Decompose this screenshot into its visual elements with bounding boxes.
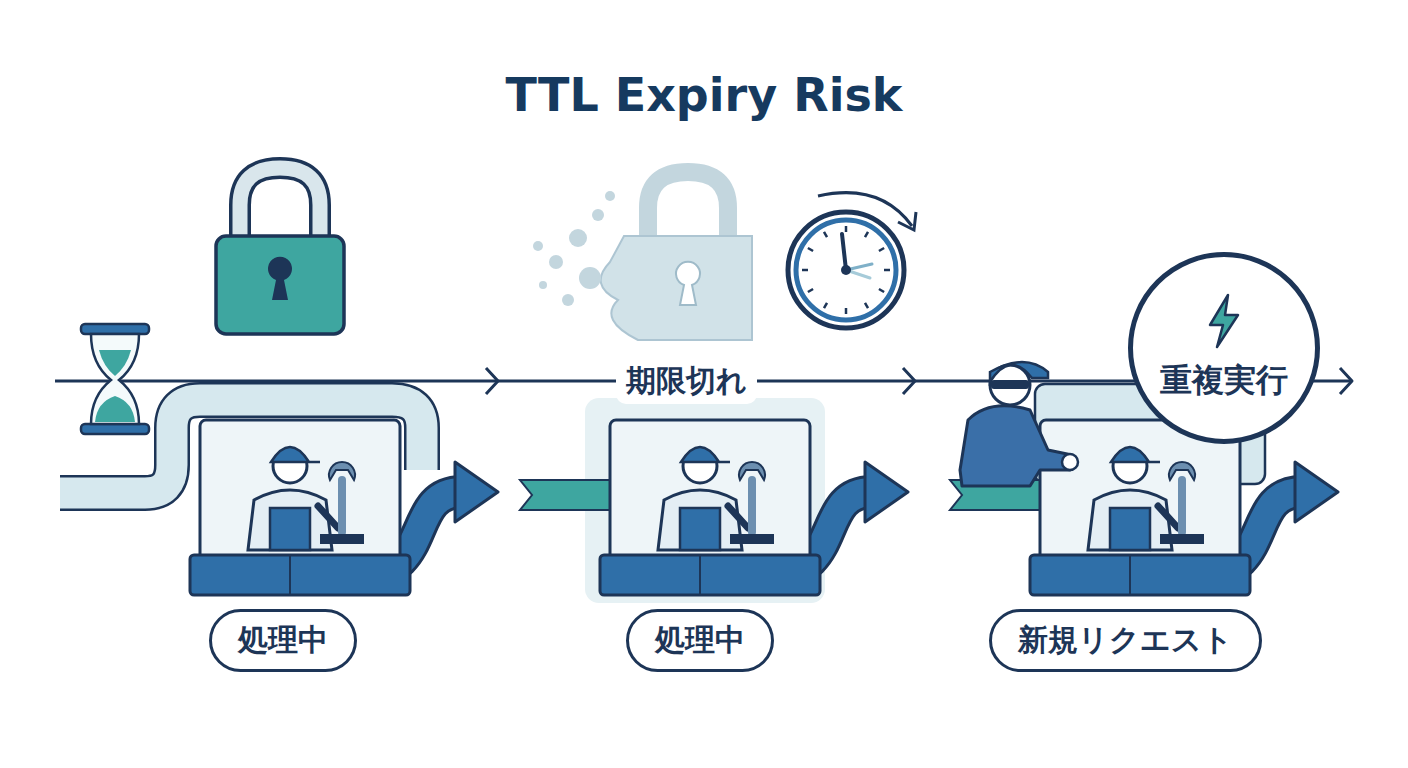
workbench bbox=[320, 534, 364, 544]
timeline-arrowhead bbox=[903, 368, 915, 394]
dissolve-dot bbox=[579, 267, 601, 289]
hourglass-cap bbox=[81, 424, 149, 434]
lock-icon bbox=[216, 168, 344, 334]
worker-body bbox=[658, 490, 742, 550]
conveyor-seam bbox=[1129, 555, 1131, 595]
worker-overalls bbox=[1110, 508, 1150, 550]
intruder-hand bbox=[1062, 454, 1078, 470]
wrench-head bbox=[1169, 462, 1195, 480]
node-text: 新規リクエスト bbox=[1018, 620, 1233, 661]
wrench-head bbox=[329, 462, 355, 480]
intruder-body bbox=[960, 406, 1072, 486]
clock-hand bbox=[842, 234, 846, 270]
dissolve-dot bbox=[605, 191, 615, 201]
clock-face bbox=[788, 212, 904, 328]
worker-arm bbox=[728, 506, 748, 528]
clock-center bbox=[841, 265, 851, 275]
intruder-mask bbox=[991, 380, 1029, 389]
clock-icon bbox=[788, 212, 904, 328]
panel-box bbox=[200, 420, 400, 560]
wrench-head bbox=[739, 462, 765, 480]
clock-tick bbox=[879, 248, 884, 251]
clock-tick bbox=[808, 289, 813, 292]
lightning-icon bbox=[1204, 293, 1244, 349]
intruder-cap bbox=[990, 362, 1048, 382]
wrench-handle bbox=[748, 480, 756, 532]
panel-box bbox=[610, 420, 810, 560]
dissolve-dot bbox=[539, 281, 547, 289]
clock-tick bbox=[865, 232, 868, 237]
worker-body bbox=[1088, 490, 1172, 550]
diagram-title: TTL Expiry Risk bbox=[506, 68, 903, 122]
hourglass-cap bbox=[81, 324, 149, 334]
entry-ribbon bbox=[520, 480, 615, 510]
expired-lock-keyhole bbox=[676, 262, 700, 305]
clock-tick bbox=[865, 303, 868, 308]
worker-overalls bbox=[270, 508, 310, 550]
worker-cap bbox=[271, 447, 320, 462]
node-text: 処理中 bbox=[238, 620, 328, 661]
dissolve-dot bbox=[533, 241, 543, 251]
timeline-arrowhead bbox=[486, 368, 498, 394]
conveyor-base bbox=[1030, 555, 1250, 595]
worker-cap bbox=[1111, 447, 1160, 462]
dissolve-dot bbox=[592, 209, 604, 221]
flow-arrowhead bbox=[1295, 462, 1338, 522]
dissolve-dot bbox=[549, 255, 563, 269]
node-text: 重複実行 bbox=[1160, 359, 1288, 403]
lock-body bbox=[216, 236, 344, 334]
flow-arrowhead bbox=[865, 462, 908, 522]
lightning-bolt bbox=[1210, 295, 1238, 347]
worker-figure bbox=[248, 447, 364, 550]
lock-shackle-outline bbox=[240, 168, 320, 240]
hourglass-sand bbox=[95, 396, 135, 422]
expired-lock-body bbox=[601, 236, 752, 340]
wrench-handle bbox=[1178, 480, 1186, 532]
alert-circle: 重複実行 bbox=[1128, 252, 1320, 444]
timeline-label: 期限切れ bbox=[616, 359, 757, 404]
timeline-arrowhead bbox=[1340, 368, 1352, 394]
worker-arm bbox=[318, 506, 338, 528]
hourglass-icon bbox=[81, 324, 149, 434]
intruder-figure bbox=[960, 362, 1078, 486]
expired-glow bbox=[585, 398, 825, 603]
clock-tick bbox=[824, 232, 827, 237]
worker-figure bbox=[1088, 447, 1204, 550]
lock-shackle bbox=[240, 168, 320, 240]
dissolve-dot bbox=[562, 294, 574, 306]
expired-lock-icon bbox=[533, 172, 752, 340]
step-label: 新規リクエスト bbox=[989, 609, 1262, 672]
conveyor-base bbox=[190, 555, 410, 595]
step-label: 処理中 bbox=[209, 609, 357, 672]
rotation-arrowhead bbox=[898, 212, 916, 230]
worker-figure bbox=[658, 447, 774, 550]
clock-tick bbox=[824, 303, 827, 308]
clock-tick bbox=[802, 269, 808, 272]
clock-tick bbox=[884, 269, 890, 272]
worker-cap bbox=[681, 447, 730, 462]
step-label: 処理中 bbox=[626, 609, 774, 672]
clock-tick bbox=[845, 226, 848, 232]
workbench bbox=[730, 534, 774, 544]
dissolve-dot bbox=[569, 229, 587, 247]
clock-tick bbox=[879, 289, 884, 292]
worker-arm bbox=[1158, 506, 1178, 528]
conveyor-seam bbox=[699, 555, 701, 595]
clock-tick bbox=[845, 308, 848, 314]
worker-overalls bbox=[680, 508, 720, 550]
conveyor-seam bbox=[289, 555, 291, 595]
node-text: 処理中 bbox=[655, 620, 745, 661]
rotation-arrow bbox=[818, 193, 912, 226]
wrench-handle bbox=[338, 480, 346, 532]
lock-keyhole bbox=[268, 257, 292, 300]
hourglass-glass bbox=[91, 334, 139, 424]
conveyor-base bbox=[600, 555, 820, 595]
worker-body bbox=[248, 490, 332, 550]
flow-arrowhead bbox=[455, 462, 498, 522]
hourglass-sand bbox=[99, 350, 131, 376]
clock-tick bbox=[808, 248, 813, 251]
workbench bbox=[1160, 534, 1204, 544]
expired-lock-shackle bbox=[648, 172, 728, 240]
clock-ring bbox=[796, 220, 896, 320]
